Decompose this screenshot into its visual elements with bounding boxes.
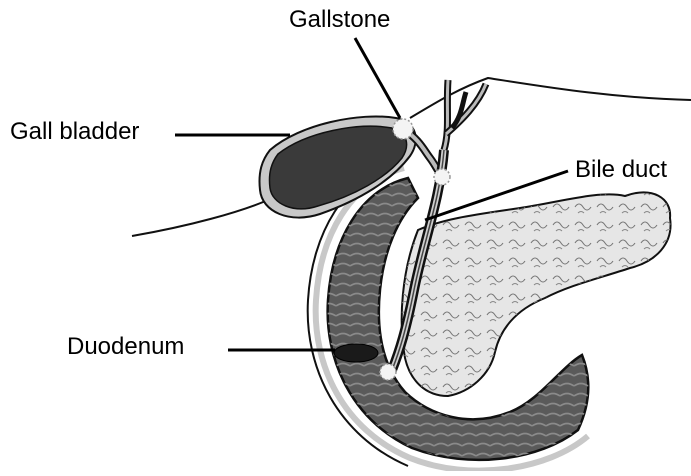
leader-gallstone [355,38,400,118]
gallstone-1 [393,119,413,139]
pancreas [402,192,671,396]
gallstone-label: Gallstone [289,8,390,32]
gallstone-3 [380,364,396,380]
liver-outline-right [410,78,691,118]
duodenal-obstruction [334,344,378,362]
gallstone-2 [434,169,450,185]
duodenum-label: Duodenum [67,335,184,359]
gall-bladder-label: Gall bladder [10,120,139,144]
bile-duct-label: Bile duct [575,158,667,182]
liver-outline [132,200,268,236]
